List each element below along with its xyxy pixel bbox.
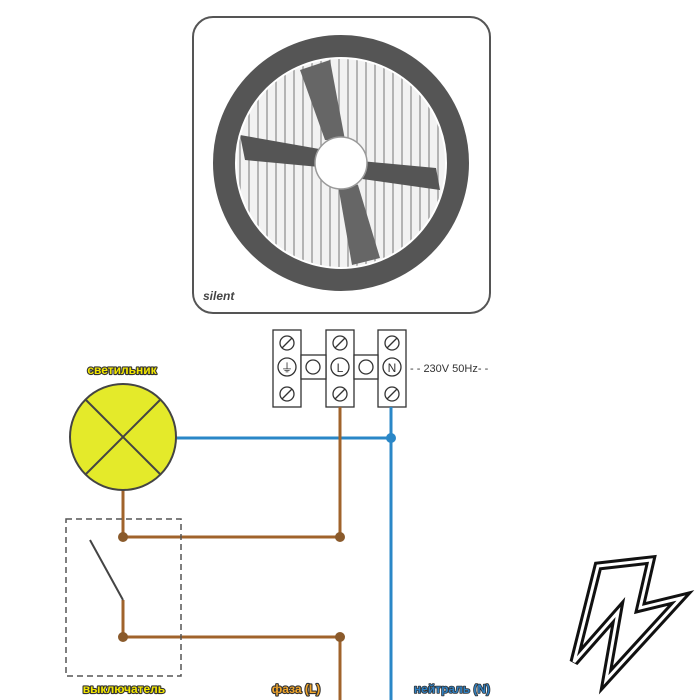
phase-junction — [335, 632, 345, 642]
fan-hub — [314, 136, 368, 190]
lamp — [69, 383, 177, 491]
phase-junction — [335, 532, 345, 542]
neutral-wire-label: нейтраль (N) — [414, 682, 490, 696]
lightning-logo-icon — [569, 554, 695, 695]
neutral-terminal-label: N — [388, 361, 397, 375]
supply-label: - - 230V 50Hz- - — [410, 363, 489, 375]
switch — [65, 518, 182, 677]
neutral-wiring — [170, 407, 393, 700]
fan-blade — [240, 135, 330, 168]
fan-blade — [338, 185, 380, 265]
switch-lever — [89, 539, 124, 601]
fan-blade — [300, 60, 345, 140]
exhaust-fan: silent — [192, 16, 491, 314]
fan-blade — [350, 160, 440, 190]
lamp-label: светильник — [87, 363, 157, 377]
phase-wiring — [121, 407, 342, 700]
phase-junction — [118, 632, 128, 642]
fan-grill — [237, 59, 445, 267]
terminal-block — [272, 329, 407, 408]
bridge-hole — [305, 359, 321, 375]
terminal-neutral-circle — [382, 357, 402, 377]
switch-label: выключатель — [83, 682, 165, 696]
earth-symbol-icon: ⏚ — [281, 361, 293, 375]
terminal-phase-circle — [330, 357, 350, 377]
terminal-earth-circle — [277, 357, 297, 377]
terminal-bridge — [300, 354, 327, 380]
fan-ring — [213, 35, 469, 291]
switch-box — [65, 518, 182, 677]
neutral-junction — [386, 433, 396, 443]
terminal-symbols: ⏚ L N — [281, 361, 396, 375]
phase-terminal-label: L — [337, 361, 344, 375]
phase-junction — [118, 532, 128, 542]
fan-brand-label: silent — [203, 289, 235, 303]
phase-wire-label: фаза (L) — [272, 682, 320, 696]
bridge-hole — [358, 359, 374, 375]
